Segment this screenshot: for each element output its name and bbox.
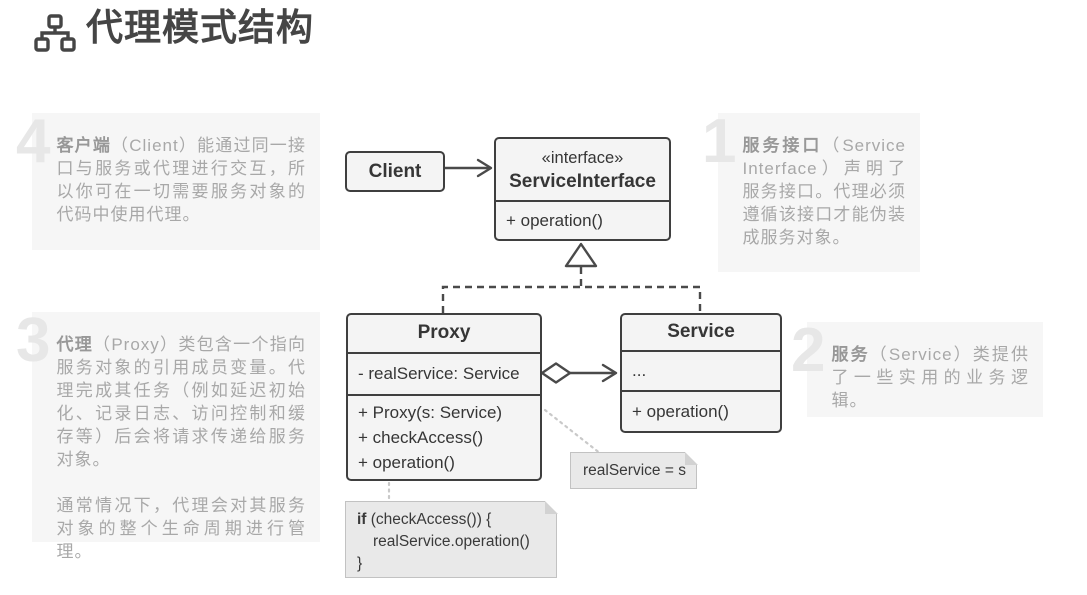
annotation-text-1: 服务接口（Service Interface）声明了服务接口。代理必须遵循该接口…: [742, 136, 907, 247]
note-link-assignment: [543, 408, 603, 456]
uml-class-client-name: Client: [368, 160, 422, 182]
annotation-number-3: 3: [16, 306, 51, 375]
uml-class-proxy-name: Proxy: [417, 322, 471, 344]
uml-proxy-method-checkaccess: + checkAccess(): [358, 428, 484, 447]
uml-class-client: Client: [345, 151, 445, 192]
uml-class-proxy: Proxy - realService: Service + Proxy(s: …: [346, 313, 542, 481]
association-client-interface: [445, 158, 493, 178]
page-title: 代理模式结构: [86, 7, 314, 48]
realization-lines: [441, 242, 702, 313]
annotation-text-3: 代理（Proxy）类包含一个指向服务对象的引用成员变量。代理完成其任务（例如延迟…: [56, 335, 306, 561]
annotation-term-service: 服务: [831, 345, 870, 364]
note-links: [387, 408, 603, 502]
uml-class-service-name: Service: [667, 321, 735, 343]
annotation-number-4: 4: [16, 107, 51, 176]
annotation-term-proxy: 代理: [56, 335, 94, 354]
annotation-proxy: 3 代理（Proxy）类包含一个指向服务对象的引用成员变量。代理完成其任务（例如…: [16, 310, 320, 561]
annotation-term-client: 客户端: [56, 136, 112, 155]
uml-proxy-methods: + Proxy(s: Service) + checkAccess() + op…: [348, 394, 540, 479]
uml-interface-serviceinterface: «interface» ServiceInterface + operation…: [494, 137, 671, 241]
uml-proxy-attribute: - realService: Service: [348, 351, 540, 394]
uml-service-operation: + operation(): [622, 390, 780, 431]
annotation-service-interface: 1 服务接口（Service Interface）声明了服务接口。代理必须遵循该…: [702, 111, 920, 272]
uml-interface-name: ServiceInterface: [509, 170, 656, 192]
uml-note-assignment: realService = s: [570, 451, 698, 489]
code-line-2: realService.operation(): [373, 533, 530, 550]
annotation-client: 4 客户端（Client）能通过同一接口与服务或代理进行交互，所以你可在一切需要…: [16, 111, 320, 250]
uml-note-code: if (checkAccess()) { realService.operati…: [345, 500, 558, 578]
uml-stereotype: «interface»: [541, 148, 624, 167]
annotation-text-2: 服务（Service）类提供了一些实用的业务逻辑。: [831, 345, 1030, 410]
code-line-1: if (checkAccess()) {: [357, 511, 492, 528]
aggregation-proxy-service: [540, 362, 618, 384]
uml-proxy-method-operation: + operation(): [358, 453, 455, 472]
uml-interface-operation: + operation(): [496, 200, 669, 239]
code-line-3: }: [357, 555, 363, 572]
annotation-text-4: 客户端（Client）能通过同一接口与服务或代理进行交互，所以你可在一切需要服务…: [56, 136, 306, 224]
annotation-number-1: 1: [702, 107, 737, 176]
aggregation-diamond: [540, 362, 572, 384]
uml-service-attribute: ...: [622, 349, 780, 391]
realization-triangle: [564, 242, 598, 268]
annotation-service: 2 服务（Service）类提供了一些实用的业务逻辑。: [791, 320, 1043, 417]
structure-icon: [34, 14, 76, 52]
uml-proxy-method-constructor: + Proxy(s: Service): [358, 403, 503, 422]
uml-class-service: Service ... + operation(): [620, 313, 782, 433]
uml-interface-header: «interface» ServiceInterface: [496, 139, 669, 200]
annotation-term-service-interface: 服务接口: [742, 136, 823, 155]
annotation-number-2: 2: [791, 316, 826, 385]
